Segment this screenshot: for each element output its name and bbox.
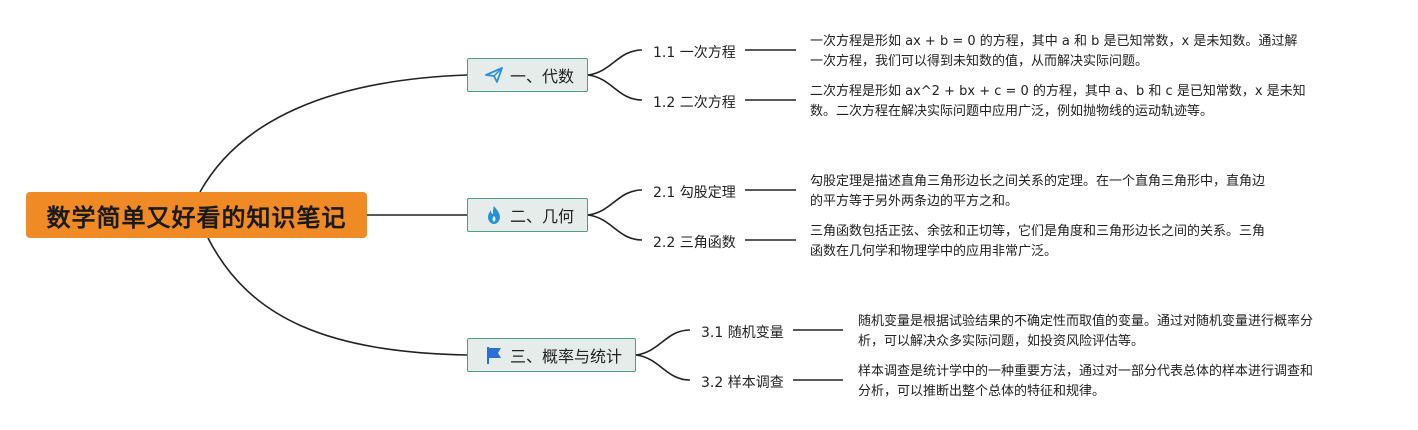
flag-icon: [484, 345, 504, 365]
connector-geometry-2-1: [587, 189, 643, 216]
branch-label: 二、几何: [510, 207, 575, 226]
branch-algebra[interactable]: 一、代数: [467, 58, 588, 92]
description-line: 分析，可以推断出整个总体的特征和规律。: [858, 384, 1106, 399]
connector-algebra-1-2: [587, 74, 643, 101]
branch-probability-statistics[interactable]: 三、概率与统计: [467, 338, 636, 372]
description-line: 勾股定理是描述直角三角形边长之间关系的定理。在一个直角三角形中，直角边: [810, 174, 1266, 189]
topic-description: 一次方程是形如 ax + b = 0 的方程，其中 a 和 b 是已知常数，x …: [810, 32, 1297, 72]
paper-plane-icon: [484, 65, 504, 85]
topic-label[interactable]: 2.1 勾股定理: [653, 185, 736, 201]
connector-probability-3-2: [635, 354, 691, 381]
topic-description: 勾股定理是描述直角三角形边长之间关系的定理。在一个直角三角形中，直角边 的平方等…: [810, 172, 1265, 212]
topic-description: 三角函数包括正弦、余弦和正切等，它们是角度和三角形边长之间的关系。三角 函数在几…: [810, 222, 1265, 262]
connector-geometry-2-2: [587, 214, 643, 241]
connector-root-algebra: [199, 74, 468, 193]
description-line: 二次方程是形如 ax^2 + bx + c = 0 的方程，其中 a、b 和 c…: [810, 84, 1306, 99]
topic-label[interactable]: 1.1 一次方程: [653, 45, 736, 61]
topic-description: 二次方程是形如 ax^2 + bx + c = 0 的方程，其中 a、b 和 c…: [810, 82, 1306, 122]
topic-label[interactable]: 3.1 随机变量: [701, 325, 784, 341]
fire-icon: [484, 205, 504, 225]
connector-algebra-1-1: [587, 49, 643, 76]
topic-label[interactable]: 1.2 二次方程: [653, 95, 736, 111]
description-line: 三角函数包括正弦、余弦和正切等，它们是角度和三角形边长之间的关系。三角: [810, 224, 1266, 239]
description-line: 一次方程是形如 ax + b = 0 的方程，其中 a 和 b 是已知常数，x …: [810, 34, 1298, 49]
description-line: 随机变量是根据试验结果的不确定性而取值的变量。通过对随机变量进行概率分: [858, 314, 1314, 329]
description-line: 样本调查是统计学中的一种重要方法，通过对一部分代表总体的样本进行调查和: [858, 364, 1314, 379]
topic-description: 随机变量是根据试验结果的不确定性而取值的变量。通过对随机变量进行概率分 析，可以…: [858, 312, 1313, 352]
root-title: 数学简单又好看的知识笔记: [46, 203, 347, 232]
description-line: 一次方程，我们可以得到未知数的值，从而解决实际问题。: [810, 54, 1149, 69]
branch-label: 一、代数: [510, 67, 575, 86]
connector-root-probability: [207, 237, 468, 356]
topic-description: 样本调查是统计学中的一种重要方法，通过对一部分代表总体的样本进行调查和 分析，可…: [858, 362, 1313, 402]
branch-label: 三、概率与统计: [510, 347, 623, 366]
connector-probability-3-1: [635, 329, 691, 356]
topic-label[interactable]: 2.2 三角函数: [653, 235, 736, 251]
description-line: 函数在几何学和物理学中的应用非常广泛。: [810, 244, 1058, 259]
description-line: 数。二次方程在解决实际问题中应用广泛，例如抛物线的运动轨迹等。: [810, 104, 1214, 119]
branch-geometry[interactable]: 二、几何: [467, 198, 588, 232]
topic-label[interactable]: 3.2 样本调查: [701, 375, 784, 391]
description-line: 的平方等于另外两条边的平方之和。: [810, 194, 1019, 209]
root-topic[interactable]: 数学简单又好看的知识笔记: [26, 192, 367, 238]
description-line: 析，可以解决众多实际问题，如投资风险评估等。: [858, 334, 1145, 349]
